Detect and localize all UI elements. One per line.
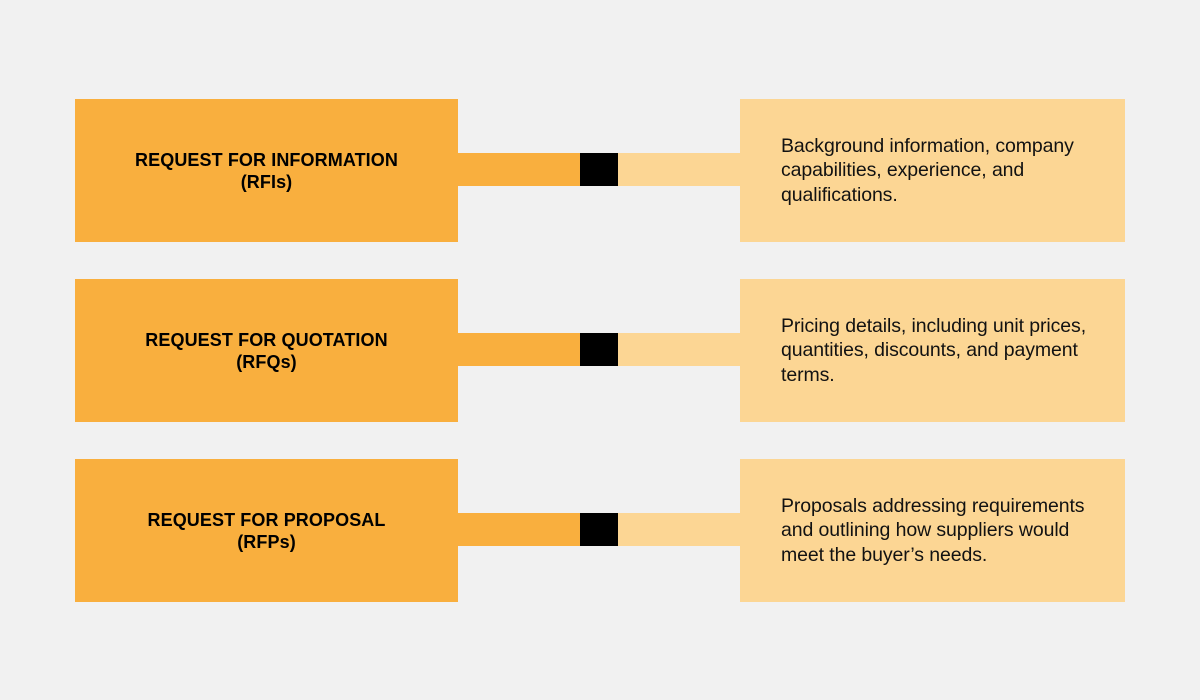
connector-node-square-icon	[580, 153, 618, 186]
connector-node-square-icon	[580, 333, 618, 366]
connector-left-segment	[458, 513, 580, 546]
title-card-rfp[interactable]: REQUEST FOR PROPOSAL (RFPs)	[75, 459, 458, 602]
connector-rfi	[458, 153, 740, 186]
connector-left-segment	[458, 333, 580, 366]
description-card-rfp[interactable]: Proposals addressing requirements and ou…	[740, 459, 1125, 602]
description-card-rfq[interactable]: Pricing details, including unit prices, …	[740, 279, 1125, 422]
diagram-row: REQUEST FOR PROPOSAL (RFPs) Proposals ad…	[0, 459, 1200, 602]
connector-rfq	[458, 333, 740, 366]
title-card-rfq[interactable]: REQUEST FOR QUOTATION (RFQs)	[75, 279, 458, 422]
connector-left-segment	[458, 153, 580, 186]
title-card-rfi[interactable]: REQUEST FOR INFORMATION (RFIs)	[75, 99, 458, 242]
title-card-label: REQUEST FOR PROPOSAL (RFPs)	[147, 509, 386, 552]
connector-right-segment	[618, 513, 740, 546]
connector-right-segment	[618, 153, 740, 186]
diagram-row: REQUEST FOR QUOTATION (RFQs) Pricing det…	[0, 279, 1200, 422]
title-card-label: REQUEST FOR INFORMATION (RFIs)	[135, 149, 398, 192]
connector-right-segment	[618, 333, 740, 366]
description-card-rfi[interactable]: Background information, company capabili…	[740, 99, 1125, 242]
title-card-label: REQUEST FOR QUOTATION (RFQs)	[145, 329, 388, 372]
description-card-text: Pricing details, including unit prices, …	[781, 314, 1087, 386]
diagram-row: REQUEST FOR INFORMATION (RFIs) Backgroun…	[0, 99, 1200, 242]
connector-node-square-icon	[580, 513, 618, 546]
description-card-text: Background information, company capabili…	[781, 134, 1074, 206]
connector-rfp	[458, 513, 740, 546]
description-card-text: Proposals addressing requirements and ou…	[781, 494, 1085, 566]
